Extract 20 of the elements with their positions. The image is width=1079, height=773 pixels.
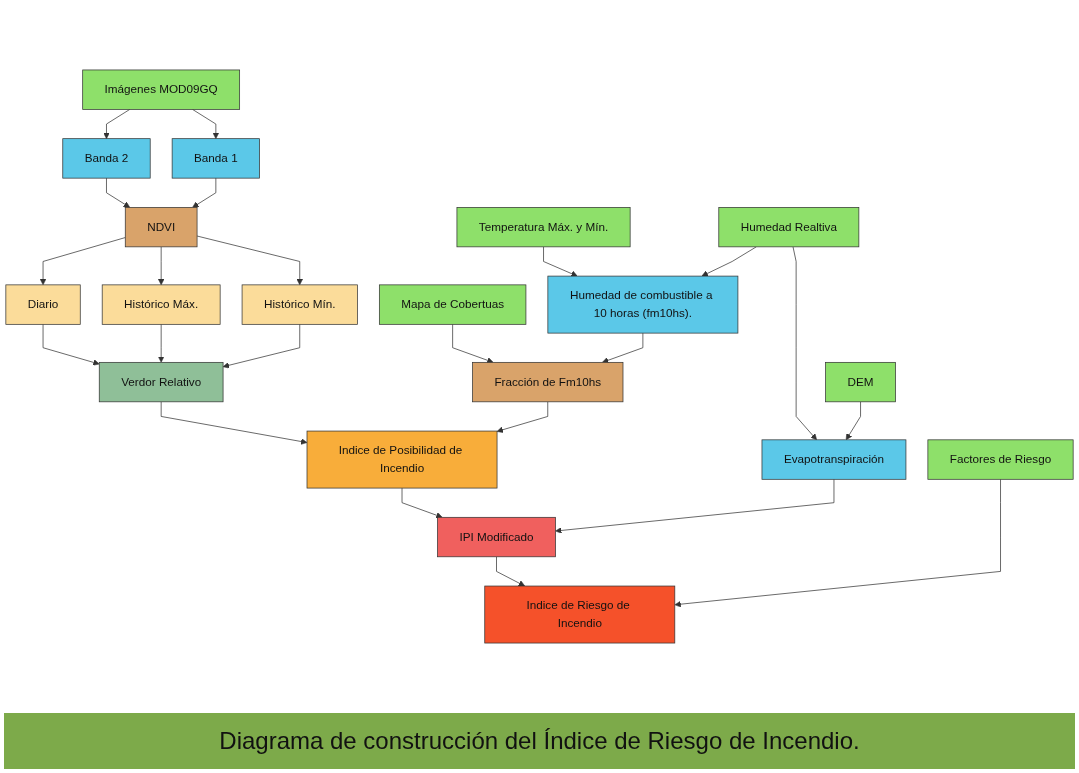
node-box: Banda 2 — [62, 138, 151, 179]
node-box: IPI Modificado — [437, 516, 556, 558]
node-box: Verdor Relativo — [98, 362, 224, 403]
node-box: Factores de Riesgo — [927, 439, 1074, 480]
node-box: Indice de Riesgo de Incendio — [484, 585, 676, 644]
caption: Diagrama de construcción del Índice de Riesgo de Incendio. — [4, 713, 1075, 769]
node-box: NDVI — [124, 207, 198, 248]
node-box: Histórico Máx. — [101, 284, 221, 325]
node-box: Mapa de Cobertuas — [379, 284, 527, 325]
node-box: Evapotranspiración — [761, 439, 907, 480]
node-box: Temperatura Máx. y Mín. — [456, 207, 631, 248]
node-box: Histórico Mín. — [241, 284, 358, 325]
node-box: Fracción de Fm10hs — [472, 362, 624, 403]
node-box: DEM — [825, 362, 896, 403]
node-box: Humedad Realtiva — [718, 207, 860, 248]
node-box: Diario — [5, 284, 81, 325]
node-box: Humedad de combustible a 10 horas (fm10hs). — [547, 275, 739, 334]
node-box: Banda 1 — [171, 138, 260, 179]
node-box: Imágenes MOD09GQ — [82, 69, 240, 110]
node-box: Indice de Posibilidad de Incendio — [306, 430, 498, 489]
